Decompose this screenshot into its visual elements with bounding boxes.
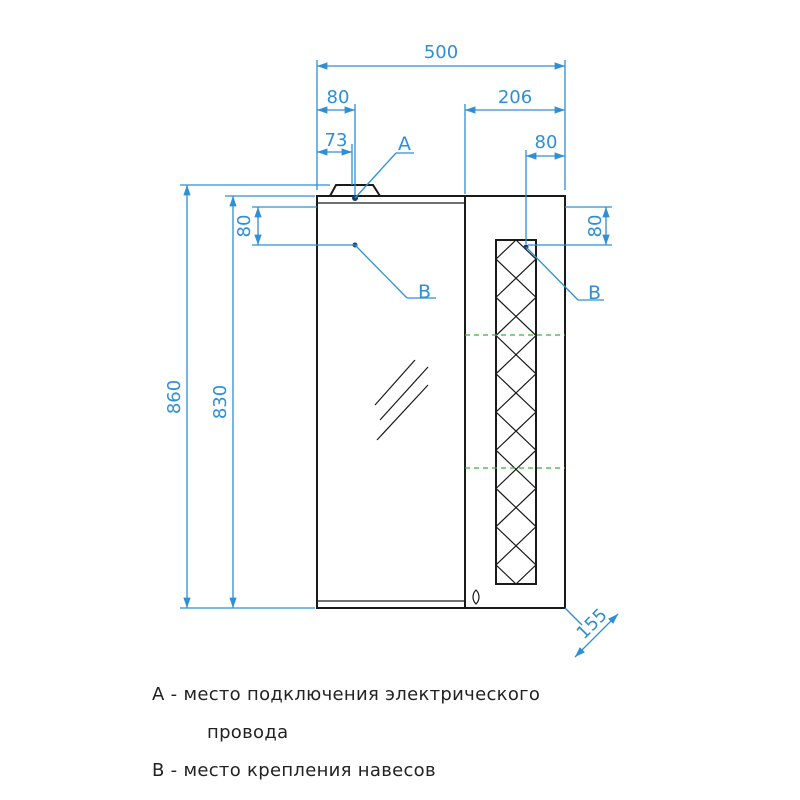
lattice-diamond	[495, 239, 537, 280]
lattice-diamond	[495, 277, 537, 318]
dim-left-80: 80	[317, 87, 356, 195]
callout-a: А	[354, 133, 414, 199]
lattice-diamond	[495, 544, 537, 585]
dim-label-206: 206	[498, 87, 532, 108]
dim-label-left-vertical-80: 80	[234, 215, 255, 238]
dim-label-left-80: 80	[327, 87, 350, 108]
dim-label-500: 500	[424, 42, 458, 63]
dim-label-73: 73	[325, 130, 348, 151]
dim-depth: 155	[564, 605, 619, 658]
callout-label-b-left: В	[418, 281, 431, 303]
dim-total-height: 860	[164, 184, 330, 609]
callout-b-right: В	[525, 246, 604, 304]
dim-left-73: 73	[317, 130, 353, 185]
dim-inner-height: 830	[210, 195, 315, 608]
legend: А - место подключения электрического про…	[152, 684, 540, 781]
dim-total-width: 500	[316, 42, 566, 190]
lattice-diamond	[495, 468, 537, 509]
decorative-lattice-panel	[495, 239, 537, 585]
dim-right-206: 206	[464, 87, 565, 194]
dim-right-80: 80	[525, 132, 565, 244]
legend-line-b: В - место крепления навесов	[152, 760, 436, 781]
callout-label-a: А	[398, 133, 411, 155]
cabinet-frame	[316, 195, 566, 609]
callout-b-left: В	[354, 244, 436, 303]
dim-label-860: 860	[164, 380, 185, 414]
callout-label-b-right: В	[588, 282, 601, 304]
lattice-diamond	[495, 392, 537, 432]
dim-label-right-80: 80	[535, 132, 558, 153]
dim-label-155: 155	[573, 605, 612, 644]
lattice-diamond	[495, 430, 537, 471]
mirror-reflection-icon	[374, 359, 429, 441]
dim-left-vertical-80: 80	[234, 206, 357, 246]
dim-right-vertical-80: 80	[528, 206, 612, 246]
door-handle	[472, 589, 480, 605]
legend-line-a-cont: провода	[207, 722, 288, 743]
legend-line-a: А - место подключения электрического	[152, 684, 540, 705]
lattice-diamond	[495, 506, 537, 547]
lattice-diamond	[495, 353, 537, 394]
dim-label-right-vertical-80: 80	[585, 215, 606, 238]
dim-label-830: 830	[210, 385, 231, 419]
